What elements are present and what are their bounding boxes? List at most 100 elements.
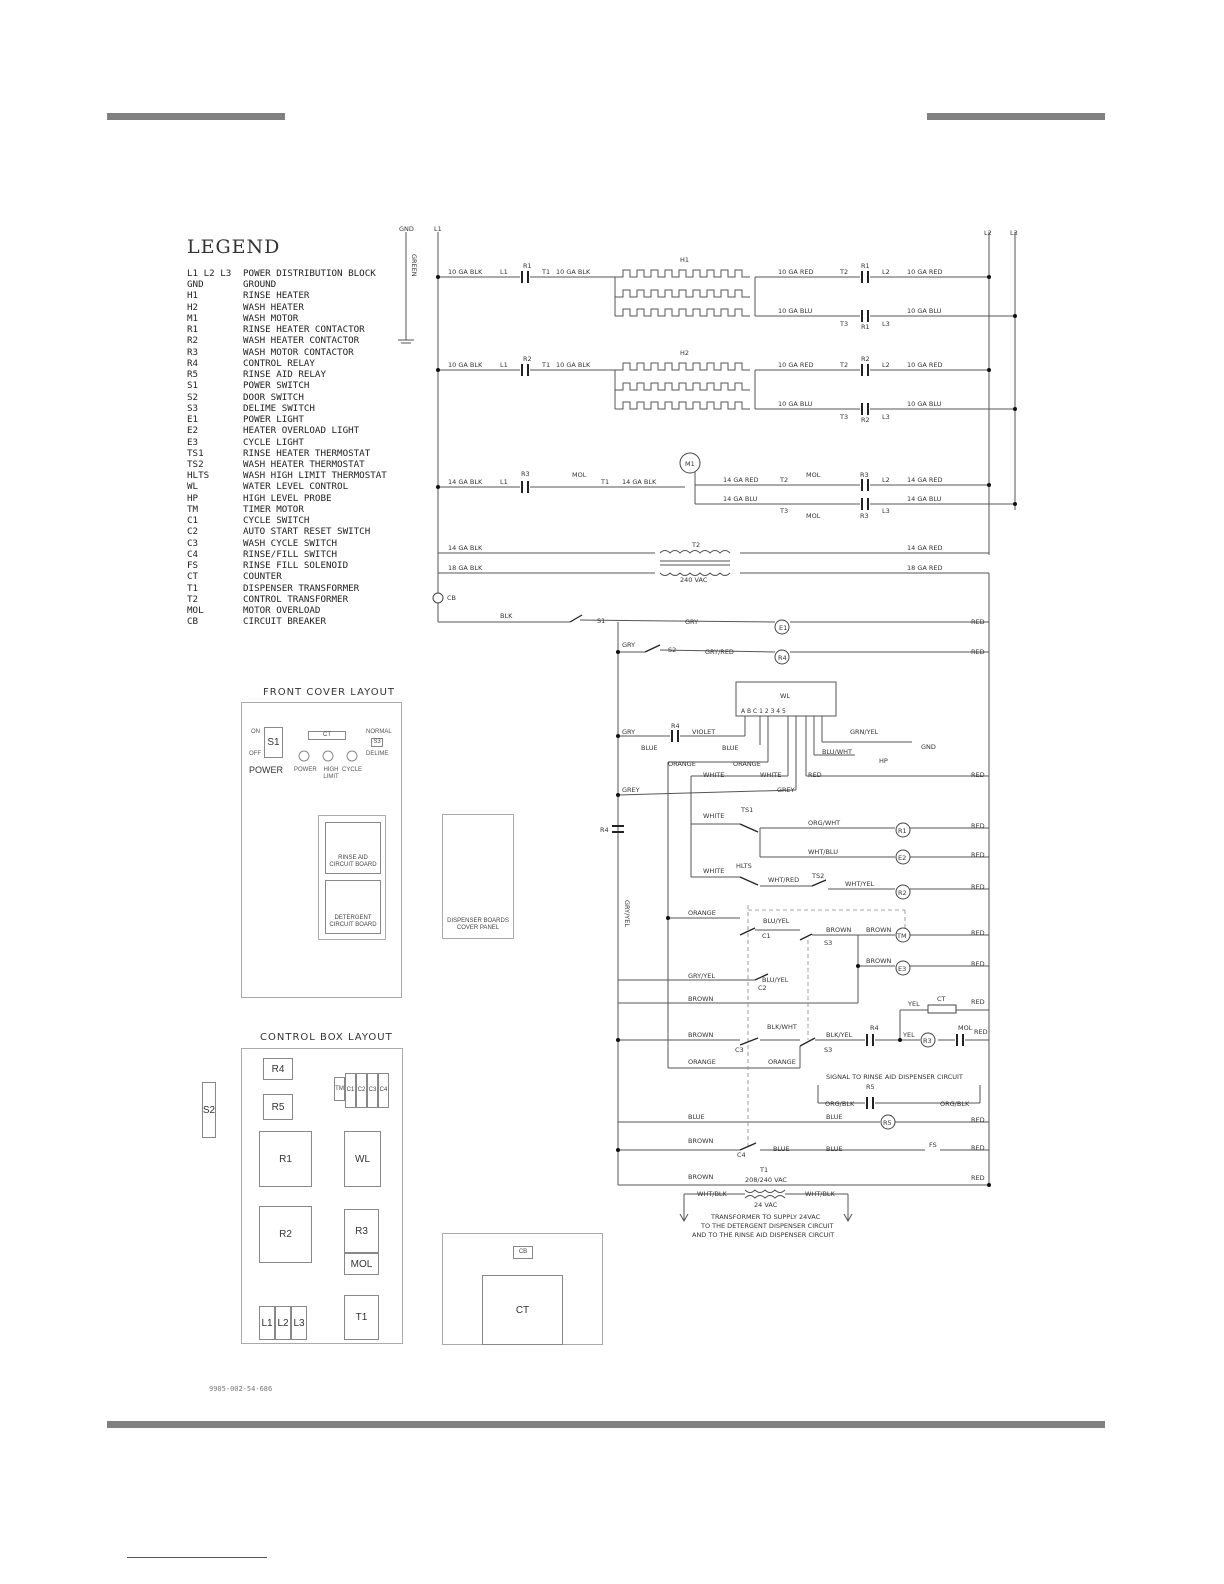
c2-cam: C2 <box>356 1073 367 1108</box>
lbl-h1-r1a: R1 <box>523 262 532 270</box>
lbl-h2-r2c: R2 <box>861 416 870 424</box>
legend-code: CB <box>187 616 199 628</box>
lbl-red12: RED <box>971 1116 985 1124</box>
legend-code: H2 <box>187 301 199 313</box>
legend-code: R1 <box>187 324 199 336</box>
e3-light-icon <box>346 750 358 762</box>
legend-desc: WASH MOTOR <box>243 312 299 324</box>
off-label: OFF <box>249 751 261 757</box>
lbl-bluyel2: BLU/YEL <box>762 976 789 984</box>
lbl-e3: E3 <box>898 965 906 973</box>
r3-contactor: R3 <box>344 1209 379 1253</box>
lbl-brown7: BROWN <box>688 1173 714 1181</box>
lbl-m-t1: T1 <box>600 478 609 486</box>
legend-desc: DISPENSER TRANSFORMER <box>243 582 360 594</box>
contacts <box>521 271 964 1109</box>
legend-code: HLTS <box>187 470 210 482</box>
r4-coil-icon <box>774 649 790 665</box>
lbl-r4coil: R4 <box>778 654 787 662</box>
lbl-brown1: BROWN <box>826 926 852 934</box>
lbl-m-t2: T2 <box>779 476 788 484</box>
legend-code: M1 <box>187 312 199 324</box>
legend-title: LEGEND <box>187 236 281 258</box>
lbl-wl: WL <box>780 692 790 700</box>
ct-counter: CT <box>308 731 346 740</box>
legend-desc: HEATER OVERLOAD LIGHT <box>243 425 360 437</box>
lbl-r2coil: R2 <box>898 889 907 897</box>
lbl-mol: MOL <box>958 1024 973 1032</box>
lbl-red13: RED <box>971 1144 985 1152</box>
lbl-r4c: R4 <box>870 1024 879 1032</box>
panel-lights <box>298 750 358 762</box>
lbl-t2-red: 14 GA RED <box>907 544 943 552</box>
lbl-r4a: R4 <box>671 722 680 730</box>
junctions <box>436 275 1017 1187</box>
rinse-aid-board: RINSE AID CIRCUIT BOARD <box>325 822 381 874</box>
lbl-c1: C1 <box>762 932 771 940</box>
lbl-white2: WHITE <box>760 771 781 779</box>
lbl-c2: C2 <box>758 984 767 992</box>
legend-desc: HIGH LEVEL PROBE <box>243 492 332 504</box>
legend-code: WL <box>187 481 199 493</box>
lbl-s1: S1 <box>597 617 605 625</box>
dispenser-cover-panel: DISPENSER BOARDS COVER PANEL <box>442 814 514 939</box>
legend-desc: RINSE HEATER <box>243 290 310 302</box>
lbl-blue6: BLUE <box>826 1145 843 1153</box>
detergent-board: DETERGENT CIRCUIT BOARD <box>325 880 381 934</box>
e3-lamp-icon <box>895 960 911 976</box>
legend-desc: RINSE/FILL SWITCH <box>243 548 338 560</box>
wl-control: WL <box>344 1131 381 1187</box>
lbl-red5: RED <box>971 822 985 830</box>
legend-code: R3 <box>187 346 199 358</box>
lbl-t1: T1 <box>759 1166 768 1174</box>
lbl-grnyel: GRN/YEL <box>850 728 879 736</box>
lbl-whtblk1: WHT/BLK <box>697 1190 728 1198</box>
switches <box>569 614 827 1151</box>
legend-code: E1 <box>187 414 199 426</box>
c3-cam: C3 <box>367 1073 378 1108</box>
lbl-m-t3: T3 <box>779 507 788 515</box>
legend-code: C1 <box>187 515 199 527</box>
cb-breaker: CB <box>513 1246 533 1259</box>
legend-desc: MOTOR OVERLOAD <box>243 605 321 617</box>
r3-coil-icon <box>920 1032 936 1048</box>
r1-coil-icon <box>895 822 911 838</box>
legend-desc: WATER LEVEL CONTROL <box>243 481 349 493</box>
legend-desc: WASH MOTOR CONTACTOR <box>243 346 354 358</box>
lbl-s3a: S3 <box>824 939 832 947</box>
lbl-red10: RED <box>971 998 985 1006</box>
lbl-gnd2: GND <box>921 743 936 751</box>
legend-code: R5 <box>187 369 199 381</box>
ct-counter-icon <box>927 1004 957 1014</box>
m1-motor-icon <box>679 452 701 474</box>
high-limit-label: HIGH LIMIT <box>323 767 339 780</box>
lbl-h1-r1c: R1 <box>861 323 870 331</box>
legend-code: R2 <box>187 335 199 347</box>
on-label: ON <box>251 729 260 735</box>
power-label: POWER <box>249 765 284 775</box>
breaker-panel: CB CT <box>442 1233 603 1345</box>
e2-light-icon <box>322 750 334 762</box>
legend-desc: WASH HEATER THERMOSTAT <box>243 458 365 470</box>
lbl-h1-blu: 10 GA BLU <box>778 307 813 315</box>
power-light-label: POWER <box>294 767 317 773</box>
e2-lamp-icon <box>895 849 911 865</box>
lbl-signal: SIGNAL TO RINSE AID DISPENSER CIRCUIT <box>826 1073 963 1081</box>
lbl-h1-blk2: 10 GA BLK <box>556 268 591 276</box>
